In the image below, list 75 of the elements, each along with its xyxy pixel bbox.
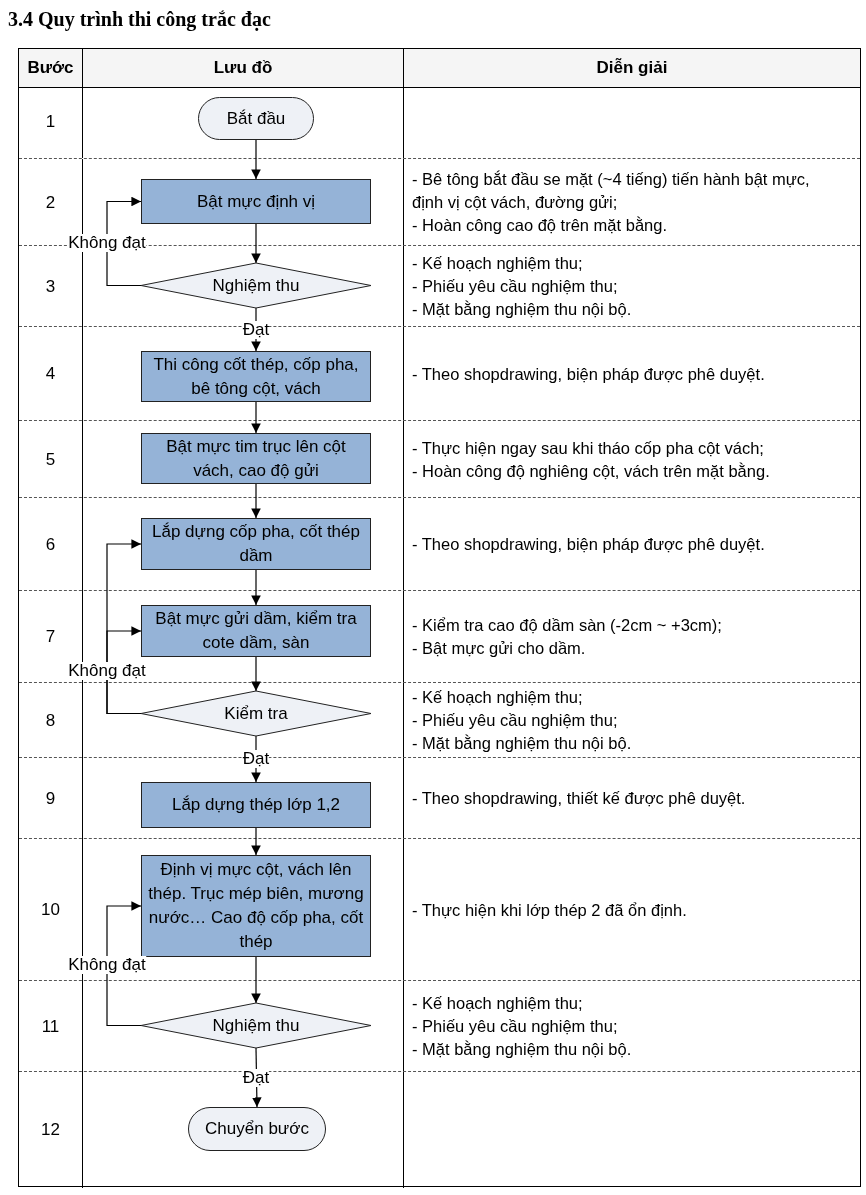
column-header: Diễn giải [596,58,668,78]
description-text: - Theo shopdrawing, biện pháp được phê duyệt. [412,363,766,385]
step-number: 11 [41,1016,60,1037]
description-text: - Phiếu yêu cầu nghiệm thu; [412,276,619,297]
step-number: 7 [45,627,56,647]
node-text: Thi công cốt thép, cốp pha, bê tông cột, vách [152,353,360,400]
description-text: - Bật mực gửi cho dầm. [412,638,587,659]
edge-label: Đạt [242,1068,270,1087]
edge-label: Không đạt [68,662,146,680]
node-text: Định vị mực cột, vách lên thép. Trục mép biên, mương nước… Cao độ cốp pha, cốt thép [148,859,364,953]
node-text: Lắp dựng cốp pha, cốt thép dầm [151,521,361,567]
description-text: - Kế hoạch nghiệm thu; [412,993,584,1014]
description-text: - Theo shopdrawing, thiết kế được phê duyệt. [412,788,747,809]
step-number: 4 [45,364,56,384]
node-text: Bật mực định vị [196,190,316,213]
process-box [141,782,371,828]
description-text: - Kế hoạch nghiệm thu; [412,253,584,274]
column-header: Lưu đồ [213,58,273,78]
process-box [141,351,371,402]
step-number: 12 [41,1120,60,1140]
arrow [251,569,261,606]
arrow [251,223,261,264]
process-box [141,518,371,570]
section-title: 3.4 Quy trình thi công trắc đạc [8,8,271,31]
step-number: 6 [45,534,56,555]
arrow [251,827,261,856]
node-text: Nghiệm thu [212,1014,300,1037]
description-text: - Hoàn công cao độ trên mặt bằng. [412,215,668,236]
node-text: Kiểm tra [224,702,288,725]
process-box [141,433,371,484]
description-text: - Thực hiện ngay sau khi tháo cốp pha cột vách; [412,437,765,459]
node-text: Chuyển bước [205,1118,309,1140]
step-number: 8 [45,710,56,731]
decision-diamond [141,1003,371,1048]
node-text: Lắp dựng thép lớp 1,2 [171,794,341,816]
decision-diamond [141,263,371,308]
step-number: 3 [45,276,56,297]
decision-diamond [141,691,371,736]
edge-label: Không đạt [68,234,146,252]
arrow [251,656,261,692]
arrow [106,901,142,1027]
arrow [251,139,261,180]
arrow [251,483,261,519]
node-text: Bật mực tim trục lên cột vách, cao độ gửi [165,435,347,482]
arrow [251,401,261,434]
node-text: Bắt đầu [226,107,286,130]
description-text: - Mặt bằng nghiệm thu nội bộ. [412,1039,633,1060]
column-header: Bước [27,58,74,78]
description-text: - Kiểm tra cao độ dầm sàn (-2cm ~ +3cm); [412,615,723,636]
step-number: 9 [45,788,56,809]
edge-label: Đạt [242,320,270,339]
arrow [251,956,261,1004]
step-number: 10 [41,900,60,920]
process-box [141,605,371,657]
terminal-shape [188,1107,326,1151]
edge-label: Không đạt [68,956,146,974]
node-text: Nghiệm thu [212,274,300,297]
process-box [141,179,371,224]
description-text: - Kế hoạch nghiệm thu; [412,687,584,708]
step-number: 2 [45,192,56,213]
terminal-shape [198,97,314,140]
description-text: - Bê tông bắt đầu se mặt (~4 tiếng) tiến hành bật mực, định vị cột vách, đường gửi; [412,169,811,213]
description-text: - Theo shopdrawing, biện pháp được phê duyệt. [412,534,766,555]
step-number: 5 [45,449,56,470]
step-number: 1 [45,112,56,132]
arrow [106,196,142,287]
description-text: - Phiếu yêu cầu nghiệm thu; [412,1016,619,1037]
description-text: - Thực hiện khi lớp thép 2 đã ổn định. [412,899,688,921]
node-text: Bật mực gửi dầm, kiểm tra cote dầm, sàn [154,608,358,654]
edge-label: Đạt [242,750,270,768]
description-text: - Hoàn công độ nghiêng cột, vách trên mặt bằng. [412,460,771,482]
description-text: - Phiếu yêu cầu nghiệm thu; [412,710,619,731]
arrow [106,626,142,715]
description-text: - Mặt bằng nghiệm thu nội bộ. [412,299,633,320]
description-text: - Mặt bằng nghiệm thu nội bộ. [412,733,633,754]
